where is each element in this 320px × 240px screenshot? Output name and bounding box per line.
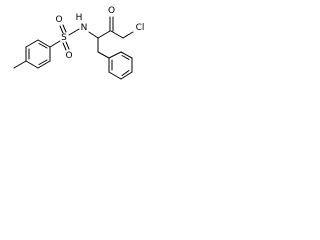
carbonyl-oxygen-label: O <box>108 6 115 16</box>
bond <box>25 39 39 48</box>
chemical-structure-diagram: S O O H N O Cl <box>13 6 145 80</box>
oxygen-bottom-label: O <box>65 51 72 61</box>
double-bond <box>121 70 130 76</box>
tolyl-ring <box>25 39 51 69</box>
chlorine-label: Cl <box>136 23 145 33</box>
methylene-chlorine-bond <box>122 31 134 39</box>
phenyl-ring <box>108 51 133 80</box>
double-bond <box>38 59 48 65</box>
bond <box>37 39 51 48</box>
alpha-carbonyl-bond <box>97 30 111 39</box>
methyl-bond <box>13 60 27 69</box>
bond <box>120 51 133 59</box>
benzyl-ring-bond <box>97 51 110 59</box>
double-bond <box>38 43 48 49</box>
carbonyl-methylene-bond <box>110 30 124 39</box>
bond <box>25 60 39 69</box>
double-bond <box>121 55 130 60</box>
sulfonyl-double-bond-top <box>62 24 67 33</box>
nitrogen-hydrogen-label: H <box>76 13 83 23</box>
bond <box>120 71 133 80</box>
ring-sulfur-bond <box>49 40 61 48</box>
nitrogen-label: N <box>81 23 88 33</box>
sulfonyl-double-bond-top <box>59 25 64 34</box>
sulfonyl-double-bond-bottom <box>65 41 70 50</box>
bond <box>108 71 122 80</box>
bond <box>37 60 51 69</box>
bond <box>108 51 122 59</box>
sulfur-label: S <box>61 33 67 43</box>
oxygen-top-label: O <box>55 15 62 25</box>
sulfur-nitrogen-bond <box>68 28 80 36</box>
sulfonyl-double-bond-bottom <box>62 42 67 51</box>
nitrogen-carbon-bond <box>88 31 99 39</box>
